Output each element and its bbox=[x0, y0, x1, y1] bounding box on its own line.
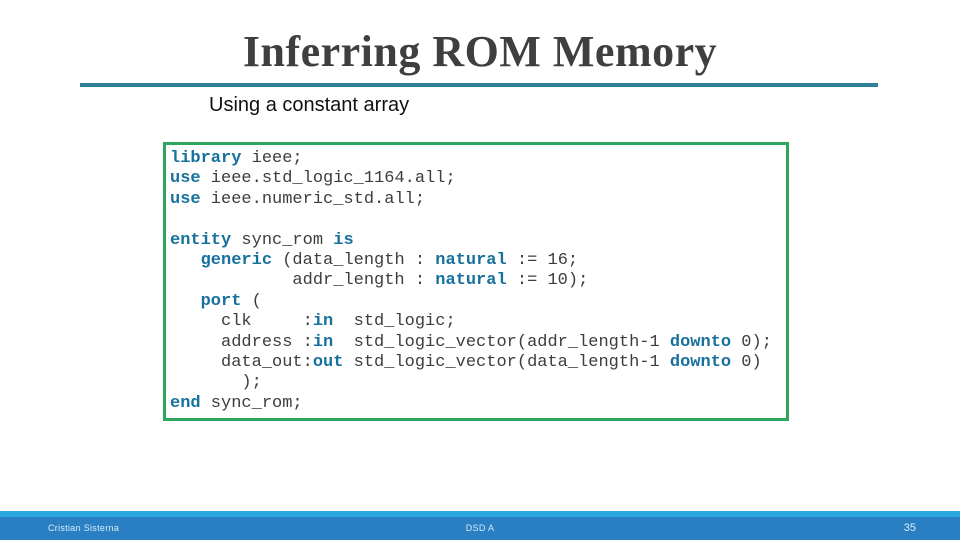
code-line: data_out:out std_logic_vector(data_lengt… bbox=[170, 352, 762, 372]
footer-accent-strip bbox=[0, 511, 960, 517]
code-line: generic (data_length : natural := 16; bbox=[200, 250, 579, 270]
code-line: clk :in std_logic; bbox=[170, 312, 456, 332]
code-line bbox=[170, 210, 786, 230]
title-underline-rule bbox=[80, 83, 878, 87]
code-box: library ieee;use ieee.std_logic_1164.all… bbox=[163, 142, 789, 421]
code-line: addr_length : natural := 10); bbox=[170, 271, 589, 291]
slide-title: Inferring ROM Memory bbox=[242, 27, 718, 76]
code-line: port ( bbox=[200, 291, 262, 311]
code-line: entity sync_rom is bbox=[170, 230, 354, 250]
footer-author: Cristian Sisterna bbox=[48, 523, 120, 533]
footer-course-label: DSD A bbox=[465, 523, 495, 533]
code-line: library ieee; bbox=[170, 149, 303, 168]
code-line: end sync_rom; bbox=[170, 393, 303, 413]
code-line: use ieee.numeric_std.all; bbox=[170, 189, 426, 209]
code-line: use ieee.std_logic_1164.all; bbox=[170, 169, 456, 189]
footer-page-number: 35 bbox=[903, 522, 916, 534]
code-line: ); bbox=[170, 373, 262, 393]
code-line: address :in std_logic_vector(addr_length… bbox=[170, 332, 772, 352]
code-block: library ieee;use ieee.std_logic_1164.all… bbox=[166, 145, 786, 414]
footer-bar bbox=[0, 517, 960, 540]
slide-subtitle: Using a constant array bbox=[209, 94, 410, 116]
